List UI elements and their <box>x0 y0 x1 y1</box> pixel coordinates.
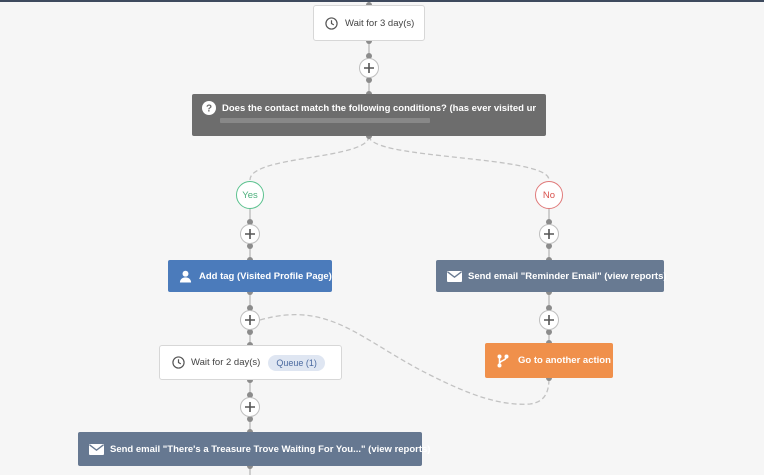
top-bar <box>0 0 764 2</box>
plus-icon <box>245 315 255 325</box>
no-branch-label: No <box>535 181 563 209</box>
plus-icon <box>245 402 255 412</box>
treasure-email-label: Send email "There's a Treasure Trove Wai… <box>110 443 431 455</box>
envelope-icon <box>447 270 462 282</box>
add-step-button[interactable] <box>240 224 260 244</box>
reminder-email-label: Send email "Reminder Email" (view report… <box>468 270 667 282</box>
yes-branch-label: Yes <box>236 181 264 209</box>
branch-icon <box>497 354 509 368</box>
add-step-button[interactable] <box>539 224 559 244</box>
question-icon: ? <box>202 101 216 115</box>
send-treasure-email-step[interactable]: Send email "There's a Treasure Trove Wai… <box>78 432 430 466</box>
send-reminder-email-step[interactable]: Send email "Reminder Email" (view report… <box>436 260 667 292</box>
svg-text:?: ? <box>206 104 212 115</box>
user-icon <box>179 270 192 283</box>
condition-label: Does the contact match the following con… <box>222 102 536 114</box>
wait-3-days-step[interactable]: Wait for 3 day(s) <box>313 5 425 41</box>
add-tag-label: Add tag (Visited Profile Page) <box>199 270 332 282</box>
envelope-icon <box>89 443 104 455</box>
wait-3-label: Wait for 3 day(s) <box>345 17 415 29</box>
go-to-action-label: Go to another action <box>518 355 611 366</box>
add-step-button[interactable] <box>359 58 379 78</box>
condition-step[interactable]: ? Does the contact match the following c… <box>192 94 546 136</box>
wait-2-days-step[interactable]: Wait for 2 day(s) Queue (1) <box>159 345 342 380</box>
add-step-button[interactable] <box>539 310 559 330</box>
add-step-button[interactable] <box>240 397 260 417</box>
wait-2-label: Wait for 2 day(s) <box>191 357 261 368</box>
plus-icon <box>364 63 374 73</box>
clock-icon <box>325 16 338 30</box>
go-to-another-action-step[interactable]: Go to another action <box>485 343 613 378</box>
plus-icon <box>544 315 554 325</box>
add-tag-step[interactable]: Add tag (Visited Profile Page) <box>168 260 332 292</box>
redacted-url <box>220 118 430 123</box>
clock-icon <box>172 356 185 369</box>
plus-icon <box>544 229 554 239</box>
queue-badge[interactable]: Queue (1) <box>268 354 325 371</box>
add-step-button[interactable] <box>240 310 260 330</box>
plus-icon <box>245 229 255 239</box>
